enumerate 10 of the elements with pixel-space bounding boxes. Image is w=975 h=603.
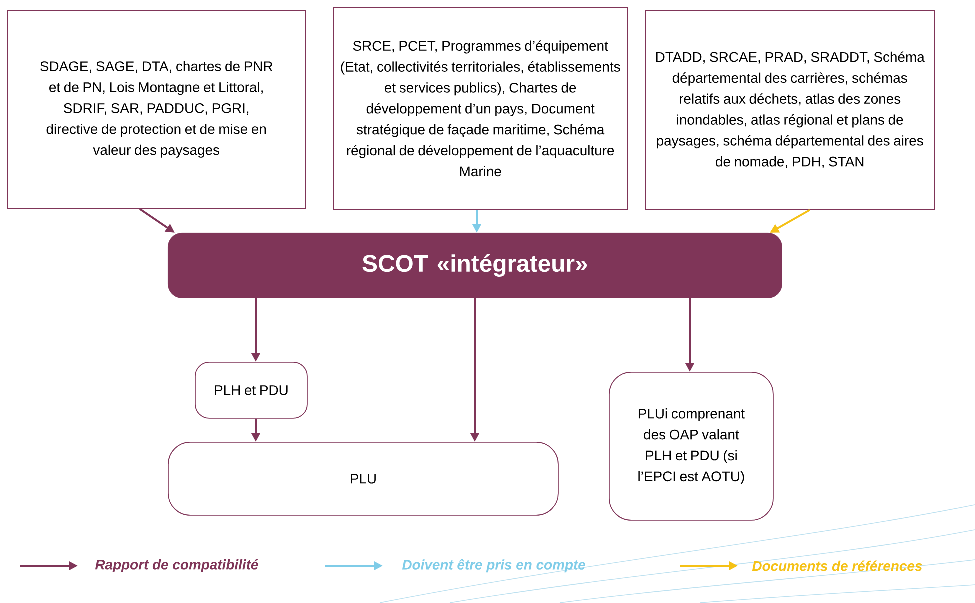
legend-text: Documents de références xyxy=(752,560,922,572)
document-box: SDAGE, SAGE, DTA, chartes de PNR et de PN, Lois Montagne et Littoral, SDRIF, SAR, PADDUC, PGRI, directive de protection et de mise en valeur des paysages xyxy=(7,10,306,210)
document-box: SRCE, PCET, Programmes d’équipement (Etat, collectivités territoriales, établissements et services publics), Chartes de développement d’un pays, Document stratégique de façade maritime, Schéma régional de développement de l’aquaculture Marine xyxy=(333,7,628,210)
plan-box: PLUi comprenant des OAP valant PLH et PDU (si l’EPCI est AOTU) xyxy=(609,372,774,521)
plan-box: PLH et PDU xyxy=(195,362,308,419)
plan-box: PLU xyxy=(168,442,559,516)
legend-text: Rapport de compatibilité xyxy=(95,559,258,573)
scot-bar: SCOT «intégrateur» xyxy=(168,233,782,298)
legend-text: Doivent être pris en compte xyxy=(402,559,586,573)
document-box: DTADD, SRCAE, PRAD, SRADDT, Schéma départemental des carrières, schémas relatifs aux déchets, atlas des zones inondables, atlas régional et plans de paysages, schéma départemental des aires de nomade, PDH, STAN xyxy=(645,10,936,210)
